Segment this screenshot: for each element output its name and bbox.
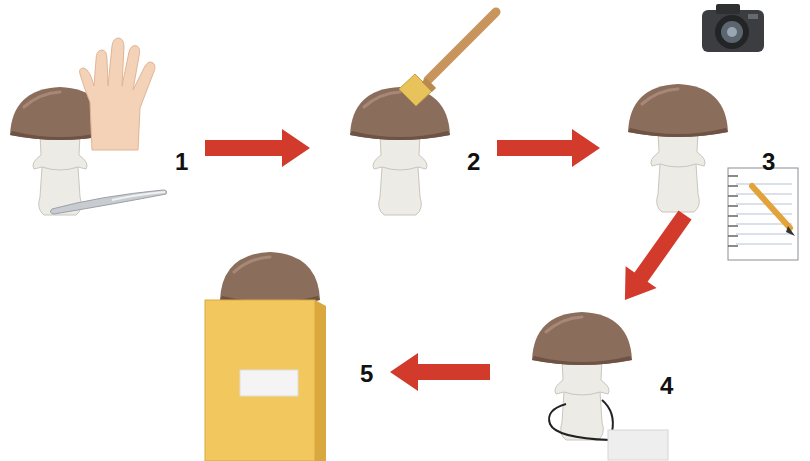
step-number: 3	[762, 150, 775, 174]
step-node: 4	[490, 300, 680, 461]
flow-arrow	[625, 210, 692, 300]
paper-bag	[205, 300, 326, 461]
knife	[50, 190, 166, 214]
arrow-shape	[497, 129, 600, 167]
mushroom	[628, 84, 728, 212]
arrow-shape	[625, 210, 692, 300]
mushroom	[350, 87, 450, 215]
step-node: 3	[600, 0, 805, 215]
step-number: 2	[467, 150, 480, 174]
tag	[549, 400, 668, 460]
arrow-shape	[390, 353, 490, 391]
step-number: 1	[175, 150, 188, 174]
arrow-shape	[205, 129, 310, 167]
hand	[80, 38, 156, 150]
step-node: 2	[310, 10, 497, 220]
step-number: 4	[660, 374, 673, 398]
step-number: 5	[360, 362, 373, 386]
step-node: 5	[200, 250, 390, 461]
flow-arrow	[390, 353, 490, 391]
step-node: 1	[5, 40, 205, 220]
brush	[399, 12, 496, 106]
camera	[702, 4, 764, 52]
flow-arrow	[205, 129, 310, 167]
flow-arrow	[497, 129, 600, 167]
mushroom	[532, 312, 632, 440]
notebook	[728, 168, 798, 260]
